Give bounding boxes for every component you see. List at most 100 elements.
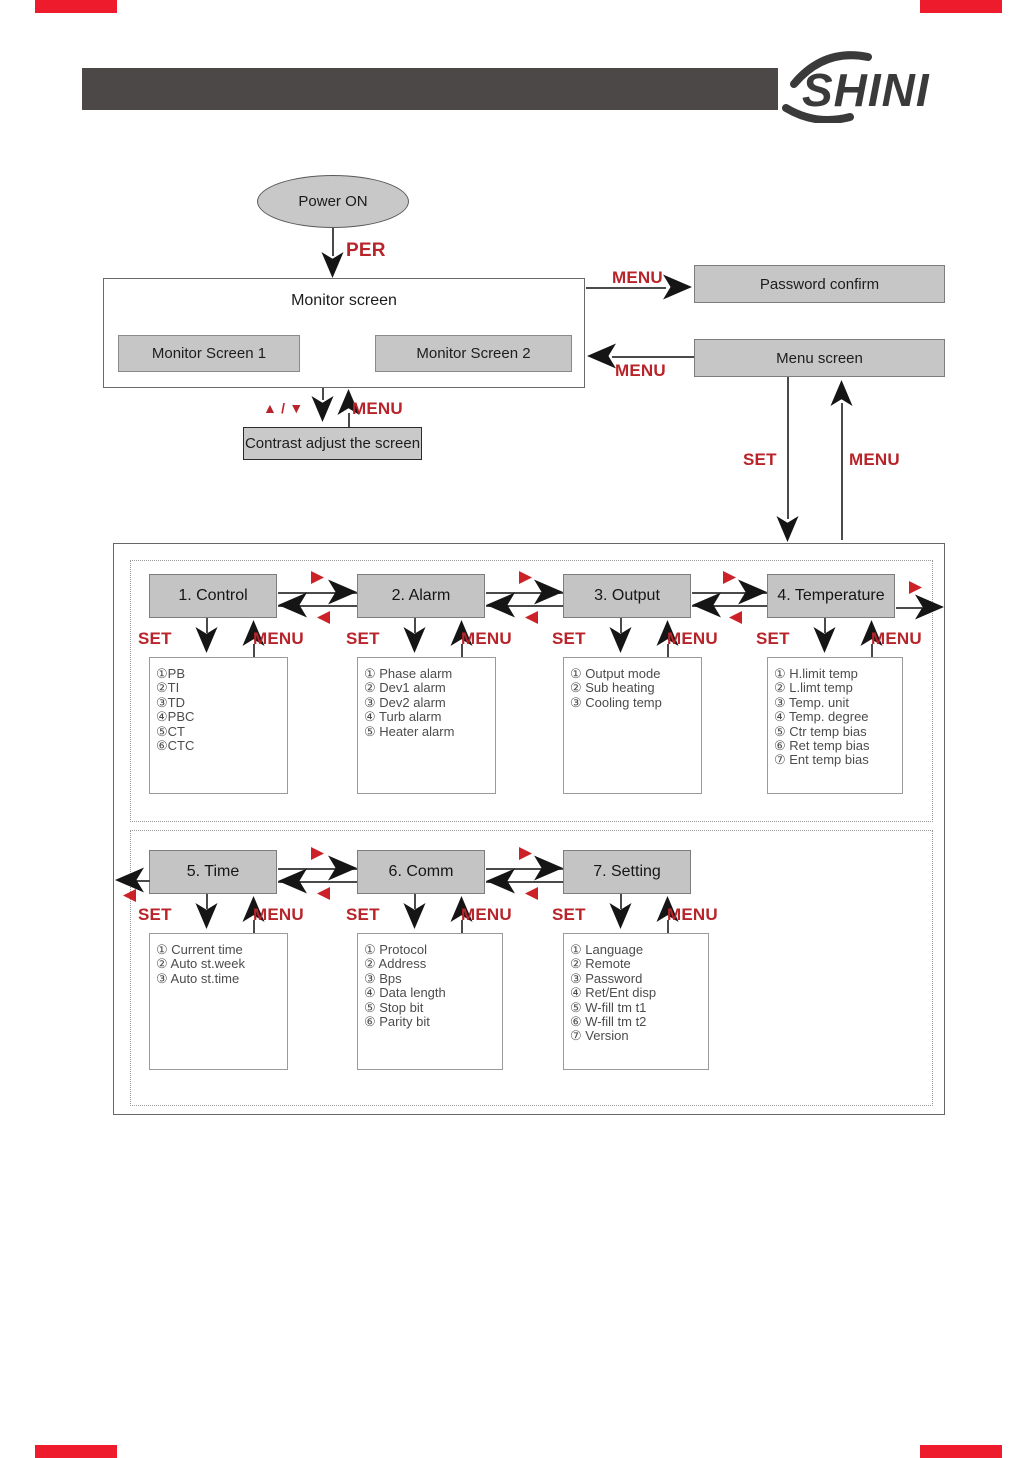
submenu-list-temperature: ① H.limit temp ② L.limt temp ③ Temp. uni…: [767, 657, 903, 794]
connector-line: [414, 894, 416, 909]
list-item: ⑤ W-fill tm t1: [570, 999, 647, 1015]
menu-node-label: 5. Time: [186, 863, 240, 880]
list-item: ② Sub heating: [570, 680, 655, 696]
menu-label: MENU: [612, 268, 663, 287]
menu-column-comm: 6. Comm SET MENU ① Protocol ② Address ③ …: [346, 850, 657, 1095]
list-item: ④ Temp. degree: [774, 709, 869, 725]
list-item: ② Address: [364, 956, 427, 972]
list-item: ③ Password: [570, 970, 643, 986]
connector-line: [486, 592, 563, 594]
list-item: ④ Turb alarm: [364, 709, 442, 725]
connector-line: [824, 618, 826, 633]
menu-node-label: 1. Control: [178, 587, 248, 604]
connector-line: [206, 618, 208, 633]
menu-node-comm: 6. Comm: [357, 850, 485, 894]
list-item: ① Phase alarm: [364, 666, 453, 681]
contrast-adjust-label: Contrast adjust the screen: [244, 435, 421, 452]
list-item: ④ Ret/Ent disp: [570, 985, 657, 1001]
menu-label: MENU: [849, 450, 900, 469]
connector-line: [414, 618, 416, 633]
connector-line: [322, 388, 324, 400]
connector-line: [278, 868, 357, 870]
crop-mark: [35, 0, 117, 13]
list-item: ① Current time: [156, 942, 243, 957]
menu-label: MENU: [461, 905, 512, 924]
list-item: ⑦ Version: [570, 1028, 629, 1044]
list-item: ⑤CT: [156, 723, 185, 739]
monitor-screen-2-node: Monitor Screen 2: [375, 335, 572, 372]
set-label: SET: [346, 905, 380, 924]
submenu-list-time: ① Current time ② Auto st.week ③ Auto st.…: [149, 933, 288, 1070]
set-label: SET: [552, 629, 586, 648]
list-item: ① Language: [570, 942, 644, 957]
connector-line: [692, 592, 767, 594]
list-item: ④PBC: [156, 709, 195, 725]
menu-column-output: 3. Output SET MENU ① Output mode ② Sub h…: [552, 574, 863, 819]
menu-area-frame: [113, 543, 945, 1115]
list-item: ① Protocol: [364, 942, 427, 957]
menu-column-setting: 7. Setting SET MENU ① Language ② Remote …: [552, 850, 863, 1095]
crop-mark: [35, 1445, 117, 1458]
list-item: ③ Temp. unit: [774, 694, 850, 710]
power-on-label: Power ON: [298, 193, 368, 210]
password-confirm-label: Password confirm: [759, 275, 880, 293]
connector-line: [692, 605, 767, 607]
set-label: SET: [552, 905, 586, 924]
logo-swoosh-bottom: [782, 104, 854, 123]
menu-label: MENU: [253, 629, 304, 648]
menu-node-temperature: 4. Temperature: [767, 574, 895, 618]
menu-screen-node: Menu screen: [694, 339, 945, 377]
list-item: ③TD: [156, 694, 185, 710]
power-on-node: Power ON: [257, 175, 409, 228]
list-item: ② Auto st.week: [156, 956, 245, 972]
menu-node-label: 3. Output: [594, 587, 660, 604]
set-label: SET: [138, 629, 172, 648]
submenu-list-alarm: ① Phase alarm ② Dev1 alarm ③ Dev2 alarm …: [357, 657, 496, 794]
menu-node-setting: 7. Setting: [563, 850, 691, 894]
connector-line: [253, 644, 255, 657]
list-item: ③ Auto st.time: [156, 970, 240, 986]
list-item: ② Remote: [570, 956, 631, 972]
right-arrow-icon: [663, 274, 692, 300]
connector-line: [841, 403, 843, 540]
connector-line: [896, 607, 922, 609]
monitor-screen-1-node: Monitor Screen 1: [118, 335, 300, 372]
list-item: ② Dev1 alarm: [364, 680, 446, 696]
menu-label: MENU: [253, 905, 304, 924]
crop-mark: [920, 0, 1002, 13]
menu-node-time: 5. Time: [149, 850, 277, 894]
list-item: ①PB: [156, 666, 185, 681]
per-label: PER: [346, 240, 386, 261]
list-item: ⑦ Ent temp bias: [774, 752, 869, 768]
contrast-adjust-node: Contrast adjust the screen: [243, 427, 422, 460]
connector-line: [667, 920, 669, 933]
connector-line: [332, 228, 334, 256]
connector-line: [486, 881, 563, 883]
connector-line: [461, 920, 463, 933]
connector-line: [787, 377, 789, 519]
set-label: SET: [346, 629, 380, 648]
list-item: ① Output mode: [570, 666, 661, 681]
list-item: ⑤ Heater alarm: [364, 723, 455, 739]
connector-line: [586, 287, 666, 289]
password-confirm-node: Password confirm: [694, 265, 945, 303]
list-item: ⑥ Parity bit: [364, 1014, 430, 1030]
connector-line: [348, 413, 350, 427]
header-bar: [82, 68, 778, 110]
menu-node-output: 3. Output: [563, 574, 691, 618]
menu-node-control: 1. Control: [149, 574, 277, 618]
list-item: ① H.limit temp: [774, 666, 858, 681]
shini-logo: SHINI: [782, 51, 929, 123]
list-item: ⑤ Stop bit: [364, 999, 424, 1015]
monitor-screen-1-label: Monitor Screen 1: [151, 345, 267, 362]
menu-label: MENU: [615, 361, 666, 380]
menu-node-label: 7. Setting: [593, 863, 661, 880]
submenu-list-output: ① Output mode ② Sub heating ③ Cooling te…: [563, 657, 702, 794]
list-item: ③ Dev2 alarm: [364, 694, 446, 710]
menu-column-temperature: 4. Temperature SET MENU ① H.limit temp ②…: [756, 574, 1032, 819]
submenu-list-control: ①PB ②TI ③TD ④PBC ⑤CT ⑥CTC: [149, 657, 288, 794]
menu-column-control: 1. Control SET MENU ①PB ②TI ③TD ④PBC ⑤CT…: [138, 574, 449, 819]
crop-mark: [920, 1445, 1002, 1458]
menu-label: MENU: [871, 629, 922, 648]
